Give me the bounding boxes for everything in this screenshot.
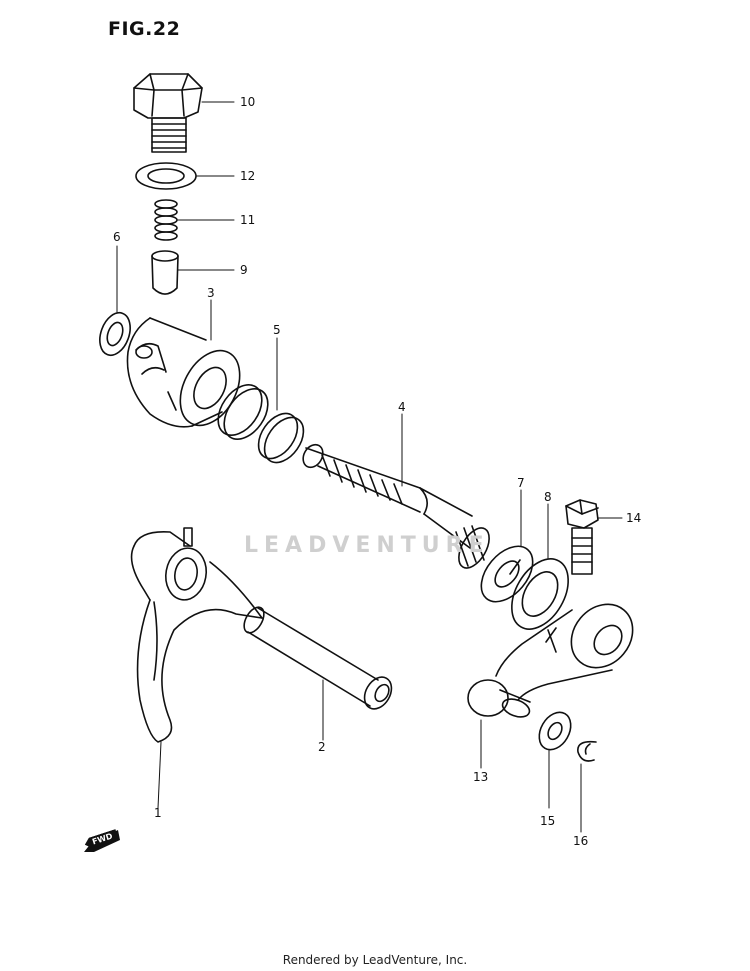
gearshift-shaft-part-4 <box>302 443 490 569</box>
callout-16: 16 <box>573 834 589 848</box>
callout-1: 1 <box>154 806 162 820</box>
callout-11: 11 <box>240 213 256 227</box>
hex-bolt-part-10 <box>133 73 203 153</box>
e-clip-part-16 <box>577 740 597 762</box>
callout-6: 6 <box>113 230 121 244</box>
washer-part-15 <box>538 711 572 751</box>
figure-title: FIG.22 <box>108 18 181 40</box>
shaft-part-2 <box>243 606 393 710</box>
shift-fork-part-1 <box>130 527 263 743</box>
oil-seal-part-8 <box>509 558 569 643</box>
callout-3: 3 <box>207 286 215 300</box>
shift-cam-drum-part-3 <box>126 317 241 428</box>
callout-15: 15 <box>540 814 556 828</box>
shift-arm-part-13 <box>467 603 634 718</box>
bolt-part-14 <box>565 499 599 575</box>
washer-part-6 <box>99 311 131 357</box>
footer-credit: Rendered by LeadVenture, Inc. <box>282 953 468 967</box>
callout-10: 10 <box>240 95 256 109</box>
callout-9: 9 <box>240 263 248 277</box>
callout-4: 4 <box>398 400 406 414</box>
callout-14: 14 <box>626 511 642 525</box>
callout-12: 12 <box>240 169 256 183</box>
washer-part-7 <box>480 545 534 603</box>
watermark: LEADVENTURE <box>244 533 490 558</box>
callout-8: 8 <box>544 490 552 504</box>
circlip-rings-part-5 <box>217 384 305 464</box>
leader-lines <box>116 101 623 833</box>
detent-pin-part-9 <box>151 250 179 295</box>
callout-2: 2 <box>318 740 326 754</box>
spring-part-11 <box>154 199 178 241</box>
callout-5: 5 <box>273 323 281 337</box>
washer-part-12 <box>135 162 197 190</box>
callout-7: 7 <box>517 476 525 490</box>
callout-13: 13 <box>473 770 489 784</box>
